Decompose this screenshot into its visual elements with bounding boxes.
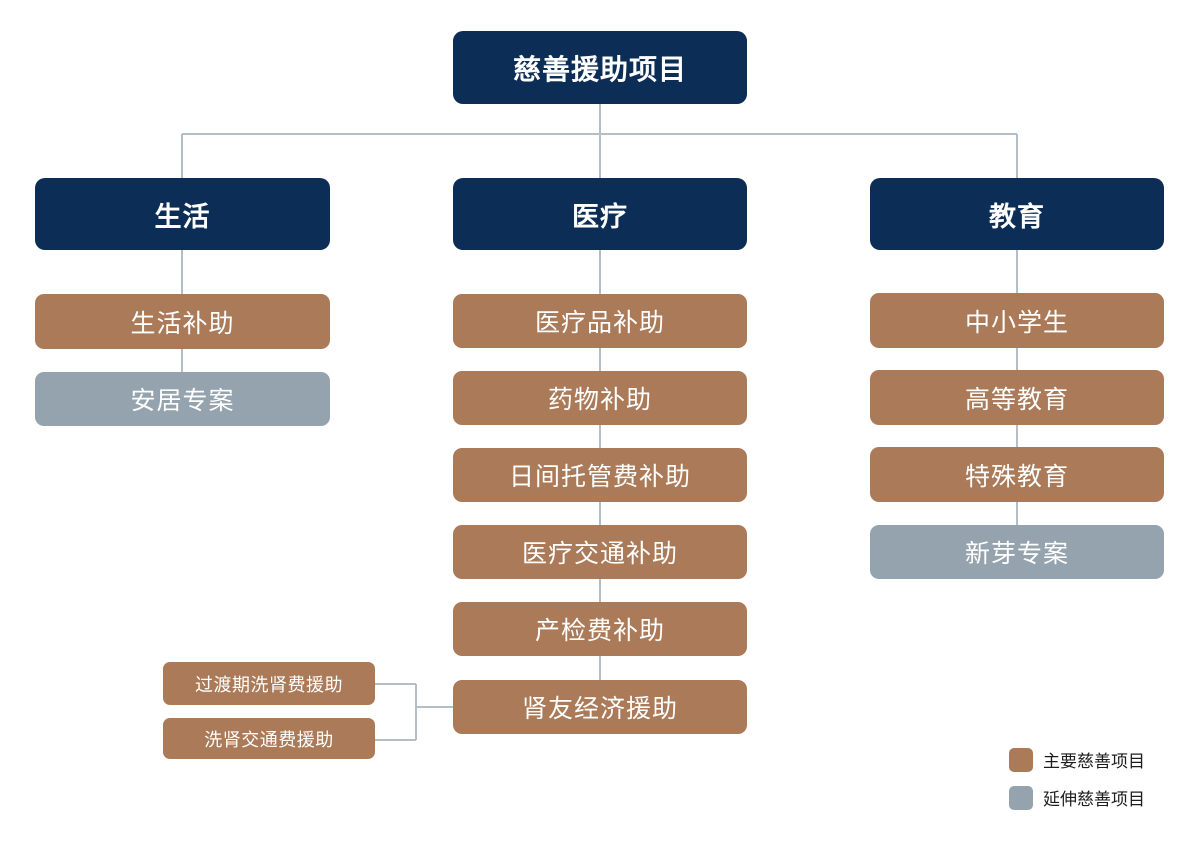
category-education: 教育: [870, 178, 1164, 250]
category-medical: 医疗: [453, 178, 747, 250]
legend-extended: 延伸慈善项目: [1009, 785, 1145, 810]
program-medical-transport-subsidy: 医疗交通补助: [453, 525, 747, 579]
root-node: 慈善援助项目: [453, 31, 747, 104]
legend-main-label: 主要慈善项目: [1043, 752, 1145, 772]
subprogram-dialysis-transport-aid: 洗肾交通费援助: [163, 718, 375, 759]
program-sprout-project: 新芽专案: [870, 525, 1164, 579]
program-kidney-patient-aid: 肾友经济援助: [453, 680, 747, 734]
program-prenatal-checkup-subsidy: 产检费补助: [453, 602, 747, 656]
program-primary-secondary-students: 中小学生: [870, 293, 1164, 348]
legend-extended-swatch: [1009, 785, 1033, 810]
legend-main: 主要慈善项目: [1009, 747, 1145, 772]
program-day-care-subsidy: 日间托管费补助: [453, 448, 747, 502]
program-higher-education: 高等教育: [870, 370, 1164, 425]
program-special-education: 特殊教育: [870, 447, 1164, 502]
category-living: 生活: [35, 178, 330, 250]
legend-extended-label: 延伸慈善项目: [1043, 790, 1145, 810]
program-medical-supplies-subsidy: 医疗品补助: [453, 294, 747, 348]
legend-main-swatch: [1009, 747, 1033, 772]
program-medication-subsidy: 药物补助: [453, 371, 747, 425]
program-housing-project: 安居专案: [35, 372, 330, 426]
program-living-subsidy: 生活补助: [35, 294, 330, 349]
subprogram-transitional-dialysis-aid: 过渡期洗肾费援助: [163, 662, 375, 705]
